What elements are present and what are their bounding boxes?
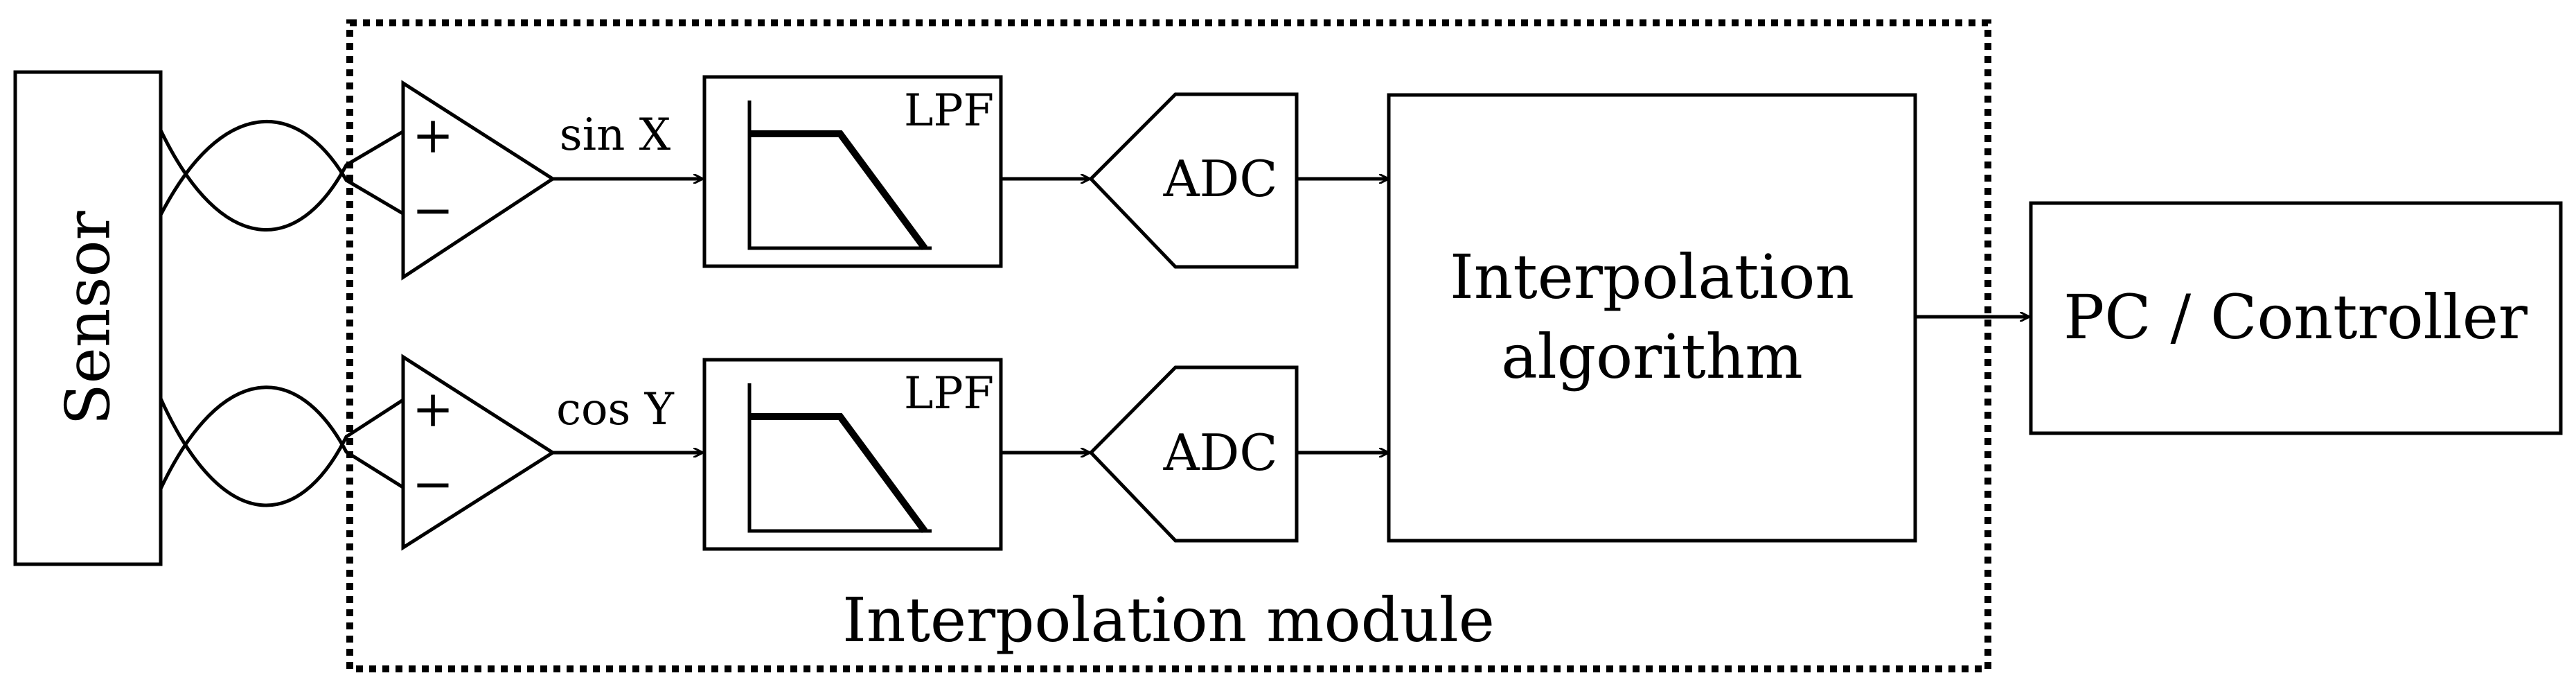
channel-sin: + − sin X LPF ADC xyxy=(159,75,1388,281)
lpf-cos-response-icon xyxy=(747,383,932,533)
interpolation-module-frame xyxy=(346,19,1991,672)
interpolation-algorithm-block: Interpolation algorithm xyxy=(1387,93,1917,543)
algorithm-line-2: algorithm xyxy=(1501,321,1803,392)
adc-sin-label: ADC xyxy=(1163,150,1278,208)
sensor-label: Sensor xyxy=(53,210,124,425)
interpolation-module-label: Interpolation module xyxy=(842,584,1495,656)
pc-controller-label: PC / Controller xyxy=(2063,281,2528,353)
adc-cos-label: ADC xyxy=(1163,424,1278,482)
lpf-cos-label: LPF xyxy=(904,368,994,419)
pc-controller-block: PC / Controller xyxy=(2029,201,2563,435)
twisted-pair-sin xyxy=(159,120,407,232)
amp-sin-plus: + xyxy=(412,106,454,164)
amp-sin-minus: − xyxy=(412,181,454,239)
twisted-pair-cos xyxy=(159,385,407,507)
lpf-sin xyxy=(702,75,1003,268)
sensor-block: Sensor xyxy=(13,70,163,566)
lpf-cos xyxy=(702,358,1003,551)
amplifier-cos xyxy=(401,354,556,551)
lpf-sin-label: LPF xyxy=(904,85,994,137)
signal-sin-label: sin X xyxy=(560,110,671,161)
amp-cos-minus: − xyxy=(412,455,454,513)
amp-cos-plus: + xyxy=(412,380,454,438)
lpf-sin-response-icon xyxy=(747,101,932,250)
signal-cos-label: cos Y xyxy=(556,384,675,435)
amplifier-sin xyxy=(401,80,556,281)
channel-cos: + − cos Y LPF ADC xyxy=(159,354,1388,551)
algorithm-line-1: Interpolation xyxy=(1450,241,1854,313)
